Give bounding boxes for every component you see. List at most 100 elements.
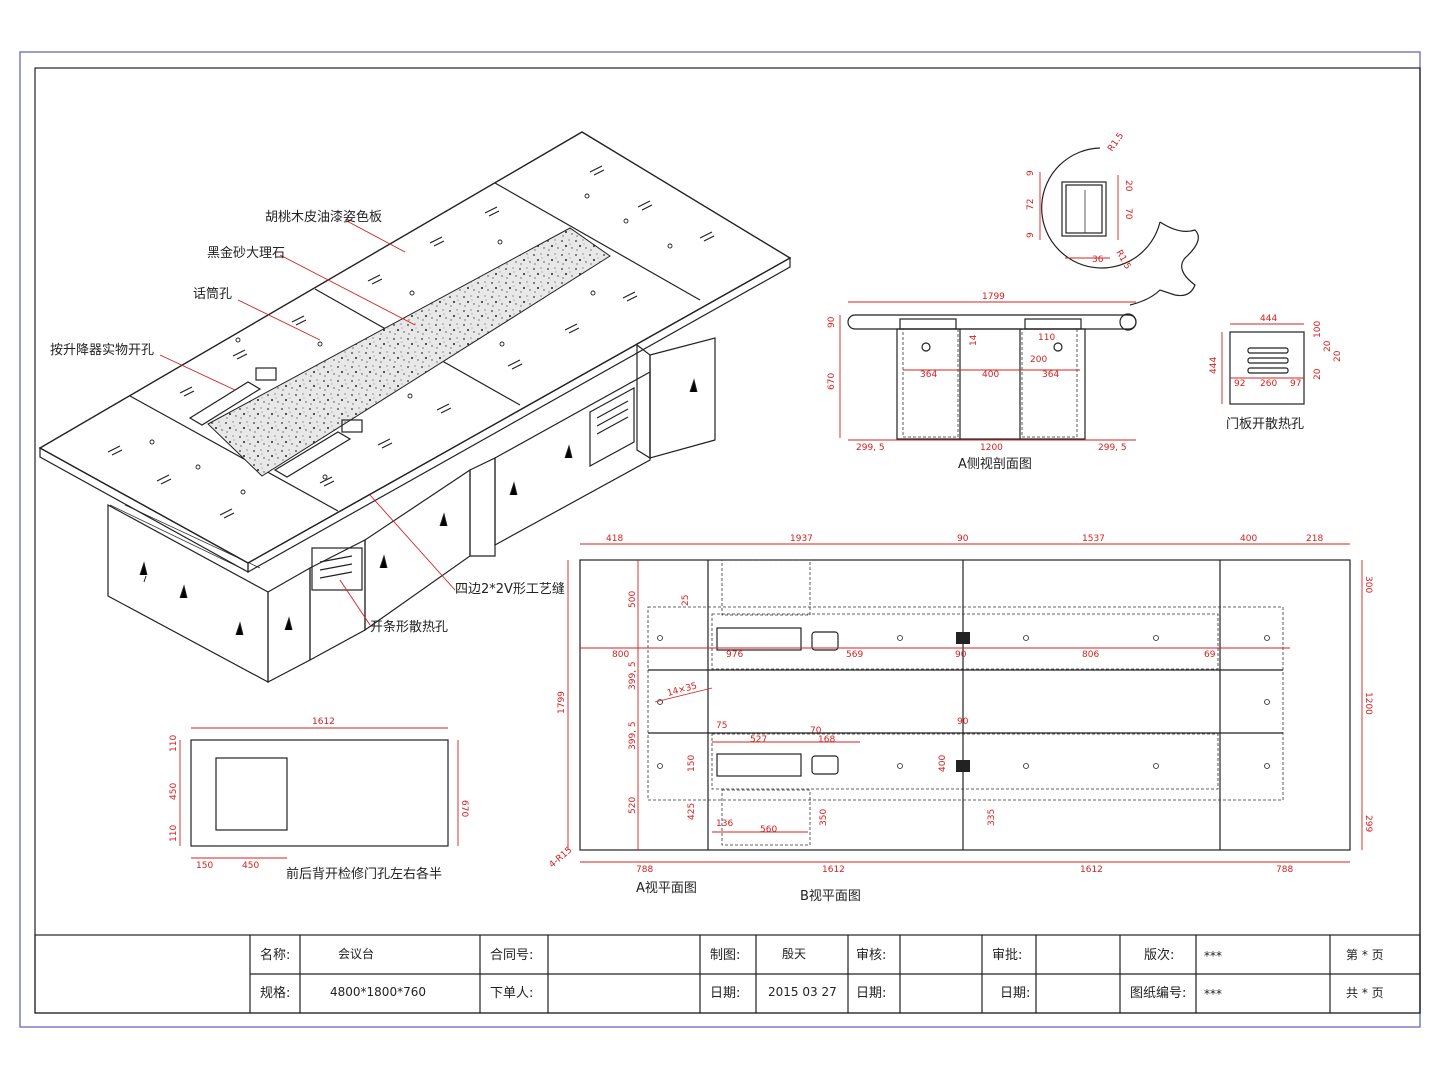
plan-bottom-1: 1612: [822, 865, 845, 875]
plan-top-0: 418: [606, 534, 623, 544]
detail-dim-9a: 9: [1026, 170, 1036, 176]
plan-left-1: 399, 5: [628, 661, 638, 690]
door-dim-20b: 20: [1333, 350, 1343, 362]
isometric-table: [38, 131, 792, 684]
tb-contract-label: 合同号:: [490, 948, 533, 963]
panel-dim-150: 150: [196, 861, 213, 871]
door-dim-444h: 444: [1209, 357, 1219, 374]
plan-bottom-2: 1612: [1080, 865, 1103, 875]
connector-top: [956, 632, 970, 644]
door-dim-20c: 20: [1313, 368, 1323, 380]
door-dim-260: 260: [1260, 379, 1277, 389]
tb-total: 共 * 页: [1346, 986, 1384, 1000]
label-v-groove: 四边2*2V形工艺缝: [455, 582, 565, 597]
plan-dim-425: 425: [687, 803, 697, 820]
plan-top-2: 90: [957, 534, 969, 544]
label-lift-opening: 按升降器实物开孔: [50, 343, 154, 358]
door-dim-92: 92: [1234, 379, 1245, 389]
plan-dim-560: 560: [760, 825, 777, 835]
tb-name-label: 名称:: [260, 947, 290, 963]
plan-dim-150: 150: [687, 755, 697, 772]
plan-top-3: 1537: [1082, 534, 1105, 544]
tb-drawn-value: 殷天: [782, 947, 806, 961]
side-dim-400: 400: [982, 370, 999, 380]
door-vent-detail: 444 444 92 260 97 100 20 20 20 门板开散热孔: [1209, 314, 1343, 432]
plan-dim-90b: 90: [957, 717, 969, 727]
plan-dim-350: 350: [819, 809, 829, 826]
detail-dim-9b: 9: [1026, 232, 1036, 238]
plan-right-0: 300: [1363, 576, 1373, 593]
plan-dim-70: 70: [810, 726, 822, 736]
side-dim-90: 90: [827, 316, 837, 328]
plan-dim-75: 75: [716, 721, 727, 731]
plan-dim-1799: 1799: [557, 691, 567, 714]
tb-drawn-label: 制图:: [710, 948, 740, 963]
detail-dim-70: 70: [1123, 208, 1133, 220]
door-dim-97: 97: [1290, 379, 1301, 389]
tb-drawing-no-label: 图纸编号:: [1130, 986, 1186, 1001]
detail-r15b: R1.5: [1113, 249, 1132, 272]
plan-top-1: 1937: [790, 534, 813, 544]
tb-name-value: 会议台: [338, 946, 374, 961]
panel-dim-110a: 110: [169, 735, 179, 752]
plan-left-0: 500: [628, 591, 638, 608]
plan-top-4: 400: [1240, 534, 1257, 544]
view-title-a-side: A侧视剖面图: [958, 457, 1032, 472]
tb-date-value: 2015 03 27: [768, 985, 837, 999]
plan-right-1: 1200: [1363, 692, 1373, 715]
tb-spec-label: 规格:: [260, 985, 290, 1001]
plan-bottom-3: 788: [1276, 865, 1293, 875]
plan-dim-400: 400: [938, 755, 948, 772]
door-dim-444w: 444: [1260, 314, 1277, 324]
access-panel-view: 1612 110 450 110 670 150 450 前后背开检修门孔左右各…: [169, 717, 469, 882]
side-dim-110: 110: [1038, 333, 1055, 343]
plan-top-5: 218: [1306, 534, 1323, 544]
side-dim-200: 200: [1030, 355, 1047, 365]
tb-date-label: 日期:: [710, 986, 740, 1001]
tb-version-value: ***: [1204, 949, 1222, 963]
tb-version-label: 版次:: [1144, 947, 1174, 963]
edge-detail: 9 72 9 20 70 36 R1.5 R1.5: [1026, 131, 1199, 306]
callout-leaders: [159, 219, 456, 626]
detail-dim-20: 20: [1123, 180, 1133, 192]
plan-dim-800: 800: [612, 650, 629, 660]
side-dim-364a: 364: [920, 370, 937, 380]
door-dim-20a: 20: [1323, 340, 1333, 352]
tb-approve-date-label: 日期:: [1000, 986, 1030, 1001]
connector-bottom: [956, 760, 970, 772]
title-block: 名称: 会议台 规格: 4800*1800*760 合同号: 下单人: 制图: …: [34, 934, 1421, 1014]
plan-dim-69: 69: [1204, 650, 1216, 660]
tb-spec-value: 4800*1800*760: [330, 985, 426, 999]
label-marble: 黑金砂大理石: [207, 245, 285, 261]
plan-bottom-0: 788: [636, 865, 653, 875]
side-dim-299b: 299, 5: [1098, 443, 1127, 453]
label-vent-holes: 开条形散热孔: [370, 619, 448, 635]
detail-dim-72: 72: [1026, 199, 1036, 210]
panel-dim-110b: 110: [169, 825, 179, 842]
panel-dim-1612: 1612: [312, 717, 335, 727]
label-access-note: 前后背开检修门孔左右各半: [286, 866, 442, 882]
panel-dim-450w: 450: [242, 861, 259, 871]
granite-strip: [207, 227, 611, 477]
tb-approve-label: 审批:: [992, 948, 1022, 963]
label-walnut: 胡桃木皮油漆姿色板: [265, 209, 382, 225]
plan-view: 418 1937 90 1537 400 218 300 1200 299 50…: [548, 534, 1373, 904]
plan-dim-976: 976: [726, 650, 743, 660]
side-dim-1200: 1200: [980, 443, 1003, 453]
plan-dim-14x35: 14×35: [666, 681, 698, 699]
side-section-view: 1799 90 670 14 110 200 364 400 364 299, …: [827, 292, 1137, 472]
plan-dim-168: 168: [818, 735, 835, 745]
plan-dim-806: 806: [1082, 650, 1099, 660]
side-dim-1799: 1799: [982, 292, 1005, 302]
plan-left-2: 399, 5: [628, 721, 638, 750]
door-dim-100: 100: [1313, 321, 1323, 338]
plan-dim-569: 569: [846, 650, 863, 660]
tb-check-label: 审核:: [856, 948, 886, 963]
tb-drawing-no-value: ***: [1204, 987, 1222, 1001]
plan-dim-527: 527: [750, 735, 767, 745]
plan-dim-335: 335: [987, 809, 997, 826]
detail-r15a: R1.5: [1106, 131, 1126, 154]
view-title-door-vents: 门板开散热孔: [1226, 417, 1304, 432]
plan-dim-136: 136: [716, 819, 733, 829]
